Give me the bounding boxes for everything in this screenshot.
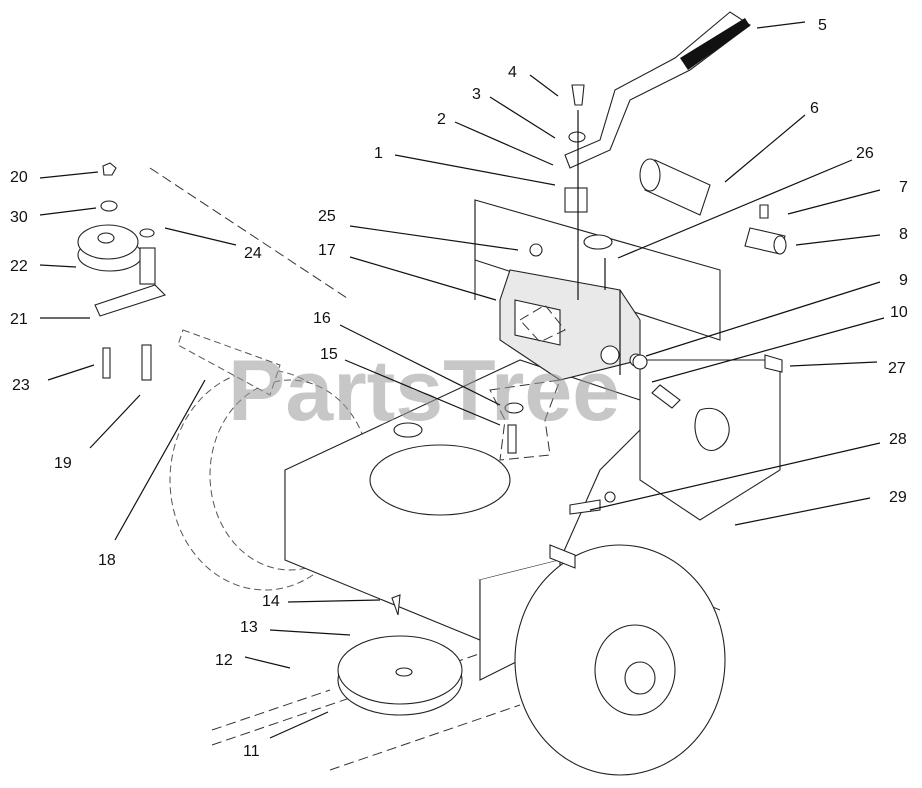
callout-25: 25 [318,208,336,225]
callout-26: 26 [856,145,874,162]
tube [639,158,711,216]
belt-path [489,304,566,461]
callout-15: 15 [320,346,338,363]
callout-6: 6 [810,100,819,117]
watermark: PartsTree [228,343,620,439]
callout-30: 30 [10,209,28,226]
bolt-washer [504,402,524,454]
callout-13: 13 [240,619,258,636]
callout-17: 17 [318,242,336,259]
callout-10: 10 [890,304,908,321]
right-wheel [514,544,726,776]
callout-5: 5 [818,17,827,34]
transmission [499,269,643,381]
callout-24: 24 [244,245,262,262]
bushing [744,204,787,255]
callout-28: 28 [889,431,907,448]
callout-20: 20 [10,169,28,186]
shift-lever [564,11,751,169]
callout-22: 22 [10,258,28,275]
callout-21: 21 [10,311,28,328]
callout-16: 16 [313,310,331,327]
callout-14: 14 [262,593,280,610]
callout-1: 1 [374,145,383,162]
drive-pulley [337,594,463,716]
callout-2: 2 [437,111,446,128]
callout-7: 7 [899,179,908,196]
leader-lines [39,21,885,739]
misc-hardware [529,243,783,569]
callout-23: 23 [12,377,30,394]
callout-9: 9 [899,272,908,289]
callout-29: 29 [889,489,907,506]
callout-labels: 5 4 3 2 1 6 26 7 8 9 10 27 28 29 20 30 2… [10,17,908,760]
callout-18: 18 [98,552,116,569]
callout-8: 8 [899,226,908,243]
callout-4: 4 [508,64,517,81]
lever-hardware [564,84,588,300]
idler-assembly [77,162,281,396]
callout-19: 19 [54,455,72,472]
callout-11: 11 [243,743,260,760]
callout-12: 12 [215,652,233,669]
callout-3: 3 [472,86,481,103]
callout-27: 27 [888,360,906,377]
right-housing [639,359,781,521]
